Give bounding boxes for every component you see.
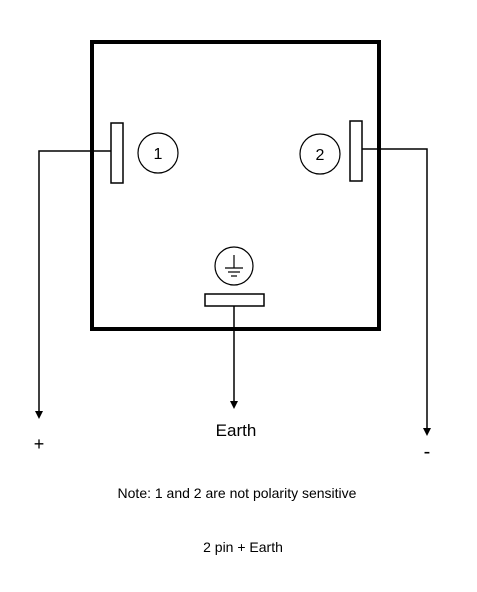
enclosure-box	[90, 40, 381, 331]
earth-terminal	[204, 293, 265, 307]
earth-label: Earth	[216, 421, 257, 440]
wire-negative	[362, 148, 431, 436]
pin-1-circle	[137, 132, 179, 174]
minus-label: -	[424, 441, 431, 463]
polarity-note: Note: 1 and 2 are not polarity sensitive	[118, 485, 357, 501]
pin-1-label: 1	[154, 146, 163, 163]
pin-2-circle	[299, 133, 341, 175]
pin-2-terminal	[349, 120, 363, 182]
configuration-note: 2 pin + Earth	[203, 539, 283, 555]
wire-positive	[35, 150, 111, 419]
pin-2-label: 2	[316, 147, 325, 164]
pin-1-marker: 1	[137, 132, 179, 174]
pin-2-marker: 2	[299, 133, 341, 175]
ground-symbol-icon	[214, 246, 254, 286]
plus-label: +	[34, 434, 45, 454]
pin-1-terminal	[110, 122, 124, 184]
